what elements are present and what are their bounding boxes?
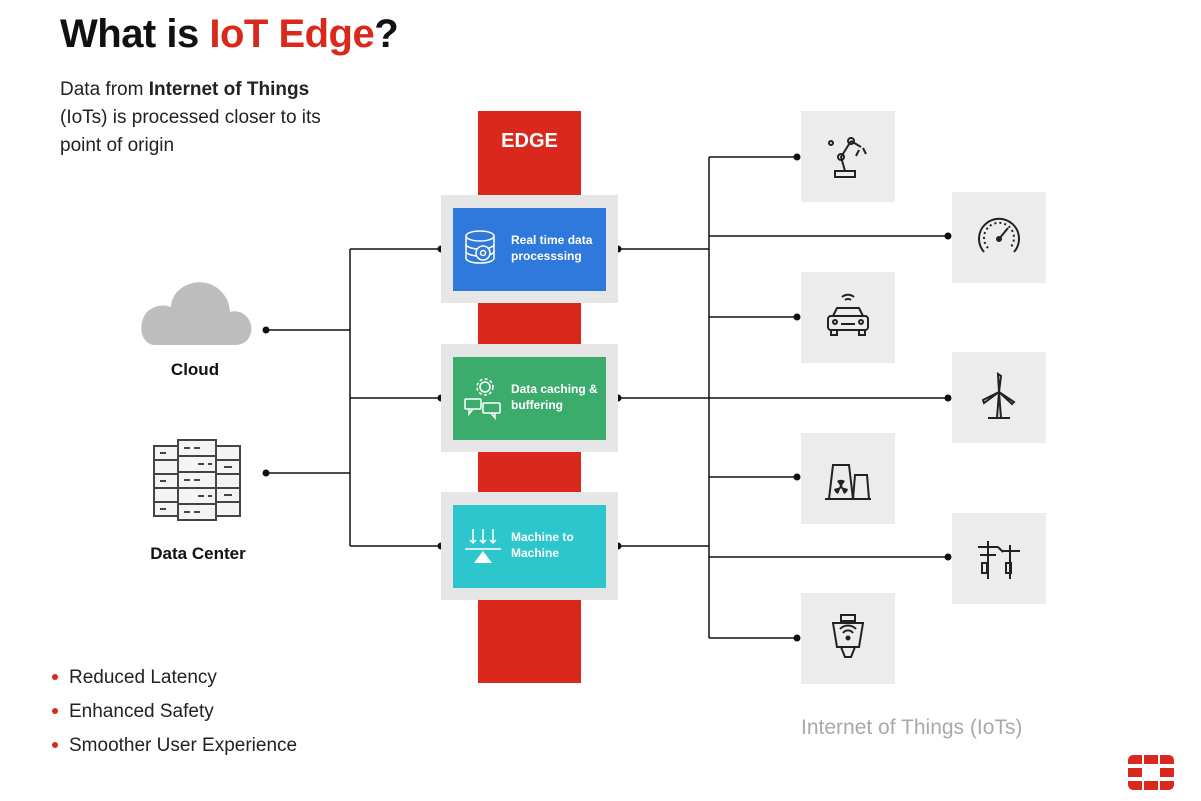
power-pole-icon — [978, 541, 1020, 579]
smart-bulb-icon — [831, 614, 865, 658]
connected-car-icon — [827, 293, 869, 336]
iot-device-robot-arm — [801, 111, 895, 202]
iot-device-gauge — [952, 192, 1046, 283]
panel-inner: Machine to Machine — [453, 505, 606, 588]
title-accent: IoT Edge — [209, 12, 375, 56]
brand-logo — [1128, 755, 1174, 790]
subtitle: Data from Internet of Things (IoTs) is p… — [60, 76, 360, 160]
iot-device-wind-turbine — [952, 352, 1046, 443]
panel-label: Machine to Machine — [511, 530, 574, 560]
panel-label: Data caching & buffering — [511, 382, 598, 412]
title-prefix: What is — [60, 12, 210, 56]
panel-inner: Real time data processsing — [453, 208, 606, 291]
edge-label: EDGE — [501, 130, 558, 152]
panel-label: Real time data processsing — [511, 233, 593, 263]
balance-arrows-icon — [465, 529, 501, 563]
subtitle-bold: Internet of Things — [148, 79, 310, 100]
cloud-icon — [141, 282, 252, 345]
benefit-item: Reduced Latency — [50, 664, 297, 698]
iot-label: Internet of Things (IoTs) — [801, 716, 1023, 739]
nuclear-plant-icon — [825, 464, 871, 500]
benefit-item: Enhanced Safety — [50, 698, 297, 732]
gauge-icon — [978, 217, 1020, 253]
benefits-list: Reduced Latency Enhanced Safety Smoother… — [50, 664, 297, 766]
subtitle-part1: Data from — [60, 79, 149, 100]
data-center-label: Data Center — [150, 544, 246, 563]
iot-device-car — [801, 272, 895, 363]
panel-data-caching: Data caching & buffering — [441, 344, 618, 452]
wind-turbine-icon — [981, 372, 1016, 419]
cloud-label: Cloud — [170, 360, 220, 379]
gear-chat-icon — [464, 378, 501, 421]
benefit-item: Smoother User Experience — [50, 732, 297, 766]
subtitle-part2: (IoTs) is processed closer to its point … — [60, 107, 321, 156]
iot-device-nuclear-plant — [801, 433, 895, 524]
panel-real-time-processing: Real time data processsing — [441, 195, 618, 303]
panel-inner: Data caching & buffering — [453, 357, 606, 440]
data-center-icon — [153, 439, 241, 521]
database-icon — [465, 230, 495, 264]
page-title: What is IoT Edge? — [60, 12, 399, 57]
panel-machine-to-machine: Machine to Machine — [441, 492, 618, 600]
title-suffix: ? — [374, 12, 399, 56]
robot-arm-icon — [828, 137, 867, 178]
iot-device-smart-bulb — [801, 593, 895, 684]
iot-device-power-pole — [952, 513, 1046, 604]
